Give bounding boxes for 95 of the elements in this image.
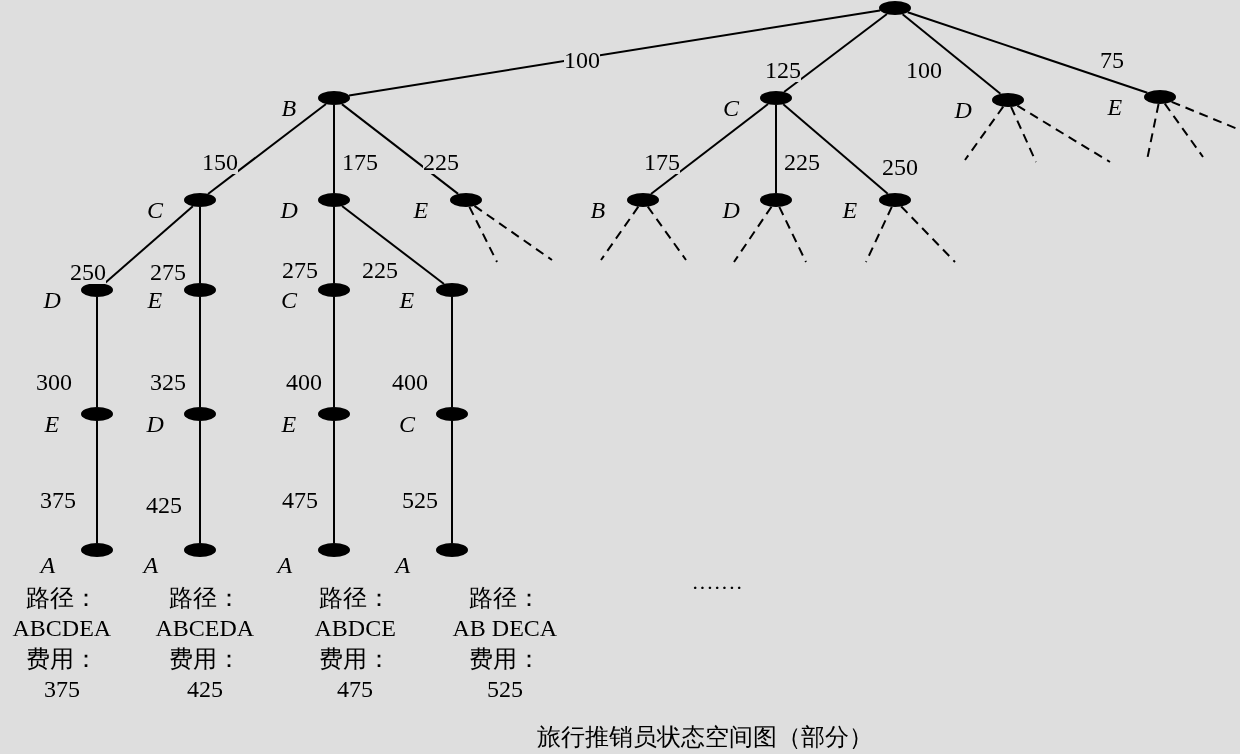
tree-edge bbox=[199, 296, 201, 408]
dashed-branch bbox=[900, 205, 956, 263]
dashed-branch bbox=[778, 205, 807, 263]
path-info: 路径： bbox=[26, 586, 98, 610]
tree-edge bbox=[333, 206, 335, 284]
city-letter: E bbox=[413, 198, 429, 222]
state-node bbox=[879, 1, 911, 15]
dashed-branch bbox=[468, 205, 498, 263]
path-info: 路径： bbox=[469, 586, 541, 610]
dashed-branch bbox=[865, 205, 893, 263]
city-letter: D bbox=[954, 98, 972, 122]
tree-edge bbox=[340, 103, 460, 195]
tree-edge bbox=[901, 13, 1002, 95]
tree-edge bbox=[906, 11, 1149, 94]
state-node bbox=[318, 543, 350, 557]
city-letter: E bbox=[399, 288, 415, 312]
path-info: 425 bbox=[187, 677, 223, 701]
state-node bbox=[318, 283, 350, 297]
tree-edge bbox=[782, 103, 889, 195]
state-node bbox=[318, 91, 350, 105]
tree-edge bbox=[451, 296, 453, 408]
city-letter: E bbox=[842, 198, 858, 222]
tree-edge bbox=[783, 13, 888, 93]
city-letter: B bbox=[590, 198, 606, 222]
city-letter: E bbox=[44, 412, 60, 436]
path-info: ABCDEA bbox=[12, 616, 112, 640]
path-info: AB DECA bbox=[452, 616, 558, 640]
state-node bbox=[436, 283, 468, 297]
state-node bbox=[879, 193, 911, 207]
city-letter: B bbox=[281, 96, 297, 120]
ellipsis-text: ······· bbox=[691, 577, 743, 599]
state-node bbox=[1144, 90, 1176, 104]
city-letter: C bbox=[281, 288, 297, 312]
dashed-branch bbox=[473, 204, 553, 261]
city-letter: D bbox=[146, 412, 164, 436]
path-info: 路径： bbox=[169, 586, 241, 610]
dashed-branch bbox=[646, 205, 687, 261]
state-node bbox=[992, 93, 1024, 107]
path-info: 525 bbox=[487, 677, 523, 701]
city-letter: C bbox=[399, 412, 415, 436]
tree-edge bbox=[775, 104, 777, 194]
state-node bbox=[318, 193, 350, 207]
dashed-branch bbox=[1010, 105, 1037, 163]
city-letter: E bbox=[1107, 95, 1123, 119]
path-info: 375 bbox=[44, 677, 80, 701]
tree-edge bbox=[96, 420, 98, 544]
state-node bbox=[184, 193, 216, 207]
tree-edge bbox=[199, 206, 201, 284]
dashed-branch bbox=[1163, 102, 1204, 158]
city-letter: A bbox=[277, 553, 293, 577]
tree-edge bbox=[649, 103, 770, 195]
city-letter: A bbox=[395, 553, 411, 577]
path-info: 475 bbox=[337, 677, 373, 701]
state-node bbox=[318, 407, 350, 421]
state-node bbox=[627, 193, 659, 207]
tree-edge bbox=[333, 104, 335, 194]
path-info: 费用： bbox=[319, 647, 391, 671]
path-info: 费用： bbox=[169, 647, 241, 671]
state-node bbox=[436, 543, 468, 557]
state-node bbox=[760, 193, 792, 207]
state-node bbox=[184, 543, 216, 557]
dashed-branch bbox=[1016, 104, 1111, 163]
path-info: ABCEDA bbox=[155, 616, 255, 640]
state-node bbox=[184, 407, 216, 421]
state-node bbox=[184, 283, 216, 297]
city-letter: D bbox=[43, 288, 61, 312]
path-info: ABDCE bbox=[314, 616, 396, 640]
state-node bbox=[760, 91, 792, 105]
path-info: 路径： bbox=[319, 586, 391, 610]
tree-edge bbox=[199, 420, 201, 544]
tree-edge bbox=[333, 296, 335, 408]
city-letter: A bbox=[40, 553, 56, 577]
state-node bbox=[81, 543, 113, 557]
dashed-branch bbox=[600, 205, 640, 261]
tree-edge bbox=[96, 296, 98, 408]
state-node bbox=[81, 407, 113, 421]
city-letter: E bbox=[147, 288, 163, 312]
dashed-branch bbox=[733, 205, 773, 263]
state-node bbox=[450, 193, 482, 207]
city-letter: D bbox=[280, 198, 298, 222]
path-info: 费用： bbox=[26, 647, 98, 671]
tree-edge bbox=[333, 420, 335, 544]
city-letter: C bbox=[723, 96, 739, 120]
city-letter: D bbox=[722, 198, 740, 222]
tree-edge bbox=[348, 9, 881, 97]
path-info: 费用： bbox=[469, 647, 541, 671]
city-letter: E bbox=[281, 412, 297, 436]
city-letter: A bbox=[143, 553, 159, 577]
tree-edge bbox=[340, 205, 446, 285]
caption: 旅行推销员状态空间图（部分） bbox=[537, 725, 873, 749]
dashed-branch bbox=[964, 105, 1005, 161]
tree-edge bbox=[451, 420, 453, 544]
city-letter: C bbox=[147, 198, 163, 222]
tree-edge bbox=[206, 103, 328, 195]
state-node bbox=[436, 407, 468, 421]
